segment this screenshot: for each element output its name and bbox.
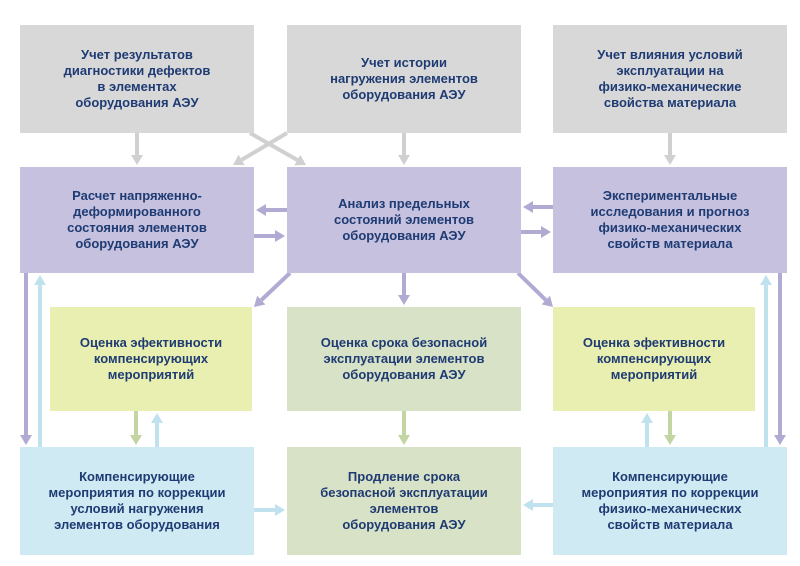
arrow-analysis-to-safe-term xyxy=(398,273,410,305)
arrow-history-to-analysis xyxy=(398,133,410,165)
arrow-diagnostics-to-analysis xyxy=(249,131,306,166)
arrow-comp-props-to-experimental xyxy=(760,275,772,447)
box-compensating-load: Компенсирующие мероприятия по коррекции … xyxy=(20,447,254,555)
arrow-stress-to-analysis xyxy=(254,230,285,242)
box-compensating-properties: Компенсирующие мероприятия по коррекции … xyxy=(553,447,787,555)
box-diagnostics-results: Учет результатов диагностики дефектов в … xyxy=(20,25,254,133)
arrow-analysis-to-experimental xyxy=(521,226,551,238)
box-load-history: Учет истории нагружения элементов оборуд… xyxy=(287,25,521,133)
box-life-extension: Продление срока безопасной эксплуатации … xyxy=(287,447,521,555)
box-safe-term-assessment: Оценка срока безопасной эксплуатации эле… xyxy=(287,307,521,411)
arrow-safe-term-to-extension xyxy=(398,411,410,445)
arrow-comp-load-to-stress xyxy=(34,275,46,447)
arrow-analysis-to-efficiency-left xyxy=(254,271,292,307)
arrow-analysis-to-efficiency-right xyxy=(516,271,553,307)
box-efficiency-right: Оценка эфективности компенсирующих мероп… xyxy=(553,307,755,411)
arrow-efficiency-right-to-comp-props xyxy=(664,411,676,445)
arrow-comp-props-to-efficiency-right xyxy=(641,413,653,447)
arrow-efficiency-left-to-comp-load xyxy=(130,411,142,445)
box-limit-state-analysis: Анализ предельных состояний элементов об… xyxy=(287,167,521,273)
arrow-comp-props-to-extension xyxy=(523,499,553,511)
arrow-experimental-to-analysis xyxy=(523,201,553,213)
arrow-experimental-to-comp-props xyxy=(774,273,786,445)
box-experimental-research: Экспериментальные исследования и прогноз… xyxy=(553,167,787,273)
arrow-comp-load-to-efficiency-left xyxy=(151,413,163,447)
box-stress-calculation: Расчет напряженно- деформированного сост… xyxy=(20,167,254,273)
arrow-conditions-to-experimental xyxy=(664,133,676,165)
arrow-stress-to-comp-load xyxy=(20,273,32,445)
arrow-history-to-stress xyxy=(233,131,289,166)
box-efficiency-left: Оценка эфективности компенсирующих мероп… xyxy=(50,307,252,411)
arrow-comp-load-to-extension xyxy=(254,504,285,516)
box-conditions-influence: Учет влияния условий эксплуатации на физ… xyxy=(553,25,787,133)
arrow-analysis-to-stress xyxy=(256,204,287,216)
arrow-diagnostics-to-stress xyxy=(131,133,143,165)
